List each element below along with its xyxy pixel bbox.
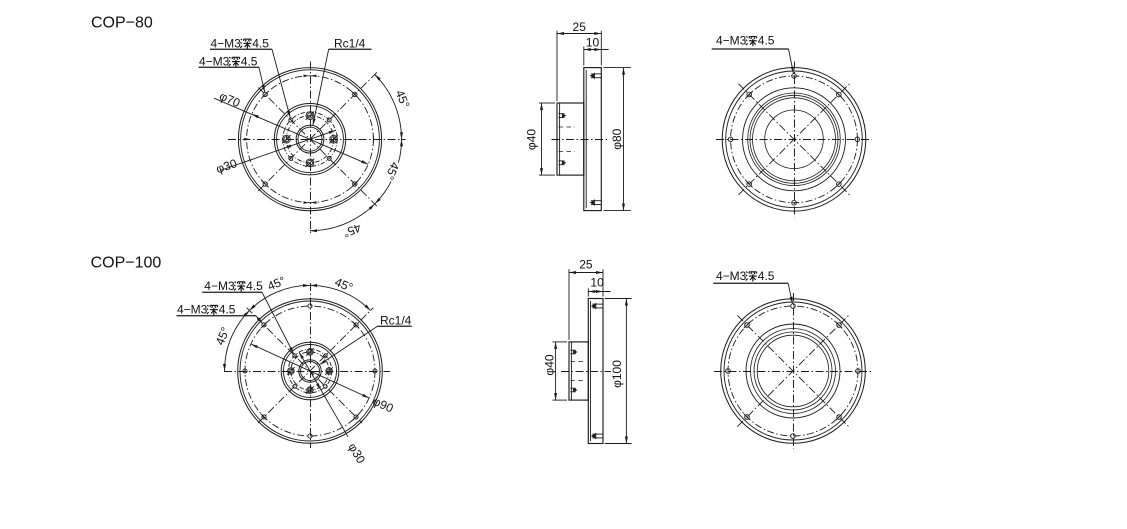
svg-text:φ40: φ40 xyxy=(525,129,539,150)
svg-text:4.5: 4.5 xyxy=(246,279,263,293)
svg-text:Rc1/4: Rc1/4 xyxy=(380,313,412,327)
svg-text:φ40: φ40 xyxy=(543,354,557,375)
svg-text:4−M3: 4−M3 xyxy=(199,55,230,69)
svg-text:45°: 45° xyxy=(341,220,363,240)
svg-text:4−M3: 4−M3 xyxy=(204,279,235,293)
svg-text:4−M3: 4−M3 xyxy=(211,36,242,50)
svg-text:COP−80: COP−80 xyxy=(91,14,153,31)
svg-text:4.5: 4.5 xyxy=(219,303,236,317)
svg-text:φ80: φ80 xyxy=(610,128,624,149)
svg-text:φ30: φ30 xyxy=(214,156,239,176)
svg-text:4.5: 4.5 xyxy=(241,55,258,69)
svg-text:φ100: φ100 xyxy=(610,360,624,388)
svg-text:10: 10 xyxy=(586,35,600,49)
svg-text:Rc1/4: Rc1/4 xyxy=(334,36,366,50)
svg-text:45°: 45° xyxy=(333,275,355,295)
svg-text:45°: 45° xyxy=(382,160,402,182)
svg-text:45°: 45° xyxy=(265,273,287,293)
svg-text:4−M3: 4−M3 xyxy=(716,34,747,48)
svg-text:COP−100: COP−100 xyxy=(91,255,162,272)
svg-text:45°: 45° xyxy=(213,325,233,347)
svg-text:4.5: 4.5 xyxy=(758,34,775,48)
svg-text:4.5: 4.5 xyxy=(252,36,269,50)
svg-text:4−M3: 4−M3 xyxy=(177,303,208,317)
svg-text:4−M3: 4−M3 xyxy=(716,269,747,283)
svg-text:4.5: 4.5 xyxy=(758,269,775,283)
svg-text:25: 25 xyxy=(579,258,593,272)
svg-text:10: 10 xyxy=(590,275,604,289)
svg-text:25: 25 xyxy=(573,20,587,34)
svg-text:45°: 45° xyxy=(393,88,413,110)
